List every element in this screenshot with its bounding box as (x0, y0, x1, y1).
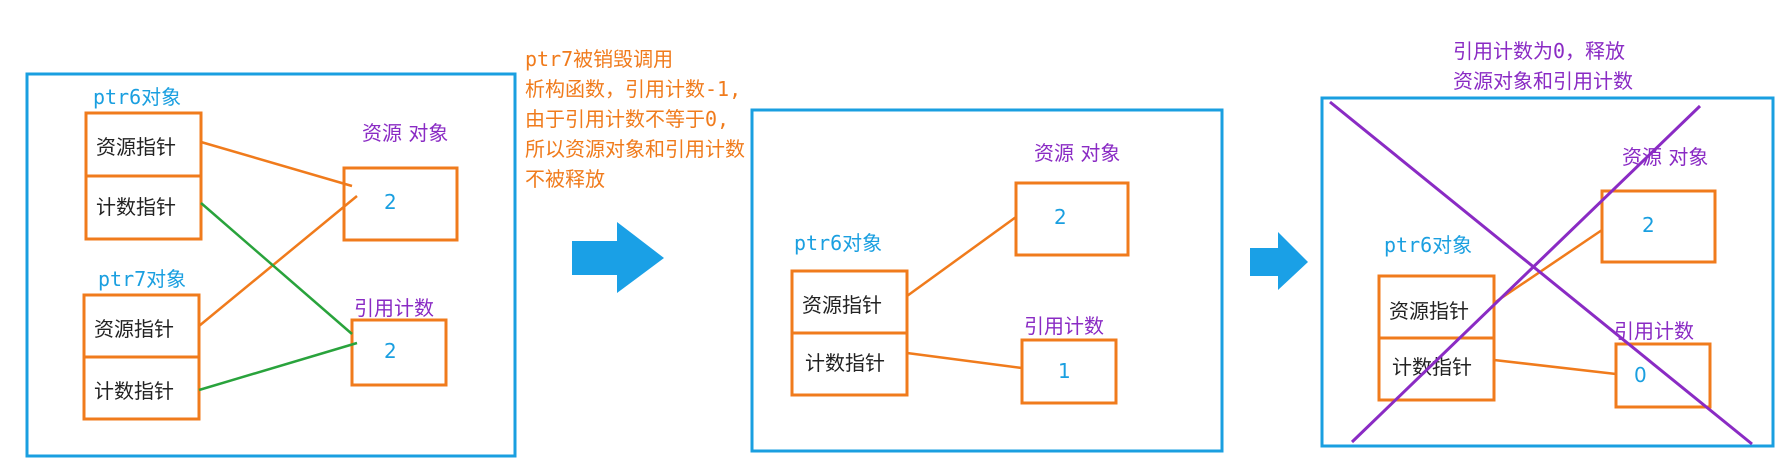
ptr6-count-pointer-label: 计数指针 (805, 351, 885, 375)
ptr6-object-title: ptr6对象 (1384, 233, 1472, 257)
panel-3-frame (1320, 96, 1775, 448)
panel-2-note-line-2: 析构函数，引用计数-1, (525, 77, 741, 101)
ptr7-resource-pointer-label: 资源指针 (94, 317, 174, 341)
ptr7-count-pointer-label: 计数指针 (94, 379, 174, 403)
refcount-box (350, 318, 448, 387)
ptr6-count-link (1493, 358, 1617, 376)
ptr7-resource-link (198, 195, 358, 327)
ptr6-resource-link (200, 140, 353, 188)
resource-object-box (1014, 181, 1130, 257)
panel-2: ptr7被销毁调用 析构函数，引用计数-1, 由于引用计数不等于0, 所以资源对… (525, 47, 1224, 453)
resource-object-box (342, 166, 459, 242)
right-arrow-icon (572, 222, 664, 293)
ptr6-count-link (200, 202, 353, 335)
ptr6-resource-pointer-label: 资源指针 (96, 135, 176, 159)
ptr7-count-pointer-box (82, 355, 201, 421)
refcount-box (1614, 342, 1712, 409)
panel-2-note-line-3: 由于引用计数不等于0, (525, 107, 729, 131)
release-cross-line (1329, 100, 1753, 446)
panel-3-note-line-2: 资源对象和引用计数 (1453, 69, 1633, 93)
panel-2-note-line-1: ptr7被销毁调用 (525, 47, 673, 71)
right-arrow-icon (1250, 232, 1308, 290)
panel-2-note-line-4: 所以资源对象和引用计数 (525, 137, 745, 161)
resource-object-title: 资源 对象 (362, 121, 448, 145)
release-cross-line (1350, 104, 1702, 444)
ptr6-count-pointer-label: 计数指针 (96, 195, 176, 219)
resource-object-title: 资源 对象 (1622, 145, 1708, 169)
resource-object-value: 2 (1054, 205, 1067, 229)
refcount-value: 0 (1634, 363, 1647, 387)
ptr7-count-link (198, 341, 358, 392)
ptr6-count-link (906, 351, 1023, 370)
ptr6-object-title: ptr6对象 (794, 231, 882, 255)
ptr6-object-title: ptr6对象 (93, 85, 181, 109)
ptr7-object-title: ptr7对象 (98, 267, 186, 291)
panel-1: ptr6对象 资源指针 计数指针 ptr7对象 资源指针 计数指针 资源 对象 … (25, 72, 517, 458)
panel-2-note: ptr7被销毁调用 析构函数，引用计数-1, 由于引用计数不等于0, 所以资源对… (525, 47, 745, 191)
resource-object-value: 2 (1642, 213, 1655, 237)
panel-3-note-line-1: 引用计数为0，释放 (1453, 39, 1625, 63)
ptr6-resource-link (906, 215, 1017, 298)
resource-object-box (1600, 189, 1717, 264)
refcount-title: 引用计数 (1024, 314, 1104, 338)
ptr6-count-pointer-label: 计数指针 (1392, 355, 1472, 379)
refcount-title: 引用计数 (1614, 319, 1694, 343)
ptr6-resource-link (1493, 228, 1603, 305)
refcount-value: 1 (1058, 359, 1071, 383)
ptr6-count-pointer-box (790, 331, 909, 397)
resource-object-title: 资源 对象 (1034, 141, 1120, 165)
ptr6-count-pointer-box (84, 174, 203, 241)
refcount-title: 引用计数 (354, 296, 434, 320)
ptr6-resource-pointer-label: 资源指针 (1389, 299, 1469, 323)
panel-2-frame (750, 108, 1224, 453)
ptr6-count-pointer-box (1377, 336, 1496, 402)
panel-1-frame (25, 72, 517, 458)
ptr6-resource-pointer-label: 资源指针 (802, 293, 882, 317)
refcount-box (1020, 338, 1118, 405)
refcount-value: 2 (384, 339, 397, 363)
resource-object-value: 2 (384, 190, 397, 214)
panel-3-note: 引用计数为0，释放 资源对象和引用计数 (1453, 39, 1633, 93)
panel-3: 引用计数为0，释放 资源对象和引用计数 ptr6对象 资源指针 计数指针 资源 … (1320, 39, 1775, 448)
panel-2-note-line-5: 不被释放 (525, 167, 605, 191)
